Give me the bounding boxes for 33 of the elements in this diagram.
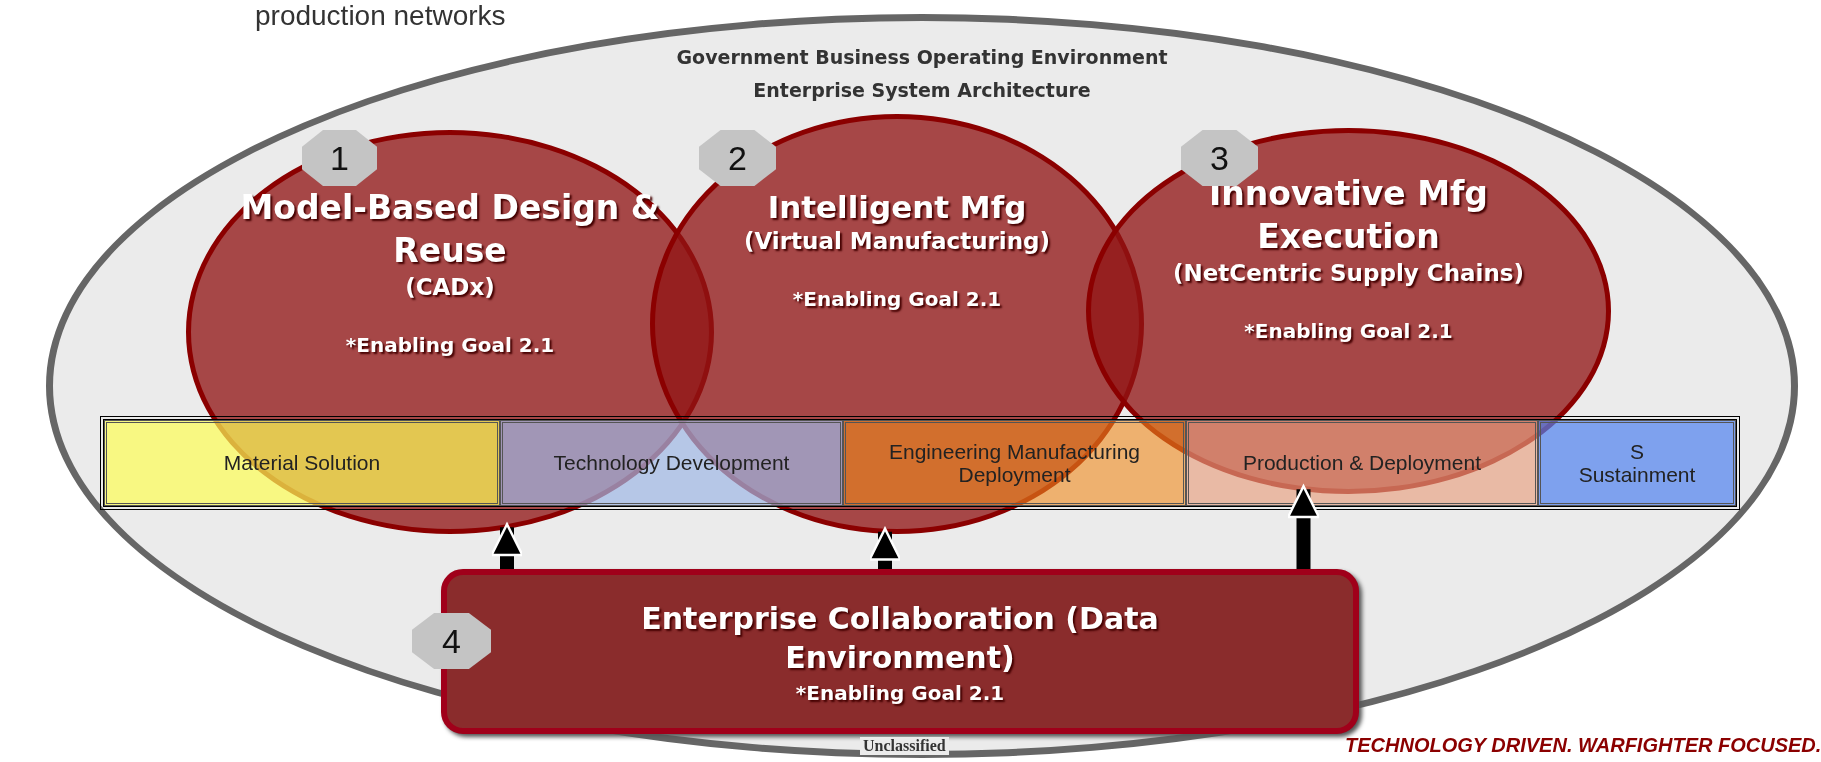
- circle-subtitle: (NetCentric Supply Chains): [1172, 258, 1525, 288]
- classification-marking: Unclassified: [860, 737, 949, 755]
- circle-subtitle: (Virtual Manufacturing): [743, 227, 1051, 257]
- circle-title: Model-Based Design & Reuse: [239, 187, 661, 272]
- badge-number: 4: [442, 621, 461, 661]
- goal-note: *Enabling Goal 2.1: [1244, 318, 1453, 343]
- phase-box: [1186, 420, 1538, 506]
- phase-box: [843, 420, 1186, 506]
- region-title: Government Business Operating Environment Enterprise System Architecture: [675, 45, 1169, 103]
- circle-title: Enterprise Collaboration (Data Environment): [640, 599, 1160, 677]
- arrow: [490, 522, 524, 569]
- caption-fragment: production networks: [255, 0, 506, 32]
- phase-label: S: [1630, 439, 1644, 463]
- phase-box: [104, 420, 500, 506]
- phase-label: Material Solution: [223, 451, 381, 475]
- circle-title: Intelligent Mfg: [767, 188, 1027, 227]
- circle-subtitle: (CADx): [405, 272, 495, 302]
- goal-note: *Enabling Goal 2.1: [792, 287, 1002, 312]
- goal-note: *Enabling Goal 2.1: [345, 332, 555, 357]
- phase-label: Technology Development: [553, 451, 790, 475]
- phase-label: Sustainment: [1578, 463, 1696, 487]
- phase-box: [500, 420, 843, 506]
- number-badge: [699, 130, 776, 186]
- phase-box: [1538, 420, 1736, 506]
- number-badge: [302, 130, 377, 186]
- badge-number: 1: [330, 138, 349, 178]
- arrow: [868, 527, 902, 569]
- phase-label: Production & Deployment: [1242, 451, 1482, 475]
- slogan: TECHNOLOGY DRIVEN. WARFIGHTER FOCUSED.: [1345, 734, 1821, 757]
- badge-number: 2: [728, 138, 747, 178]
- arrow: [1286, 485, 1321, 569]
- phase-label: Engineering Manufacturing Deployment: [888, 439, 1141, 487]
- goal-note: *Enabling Goal 2.1: [795, 680, 1005, 705]
